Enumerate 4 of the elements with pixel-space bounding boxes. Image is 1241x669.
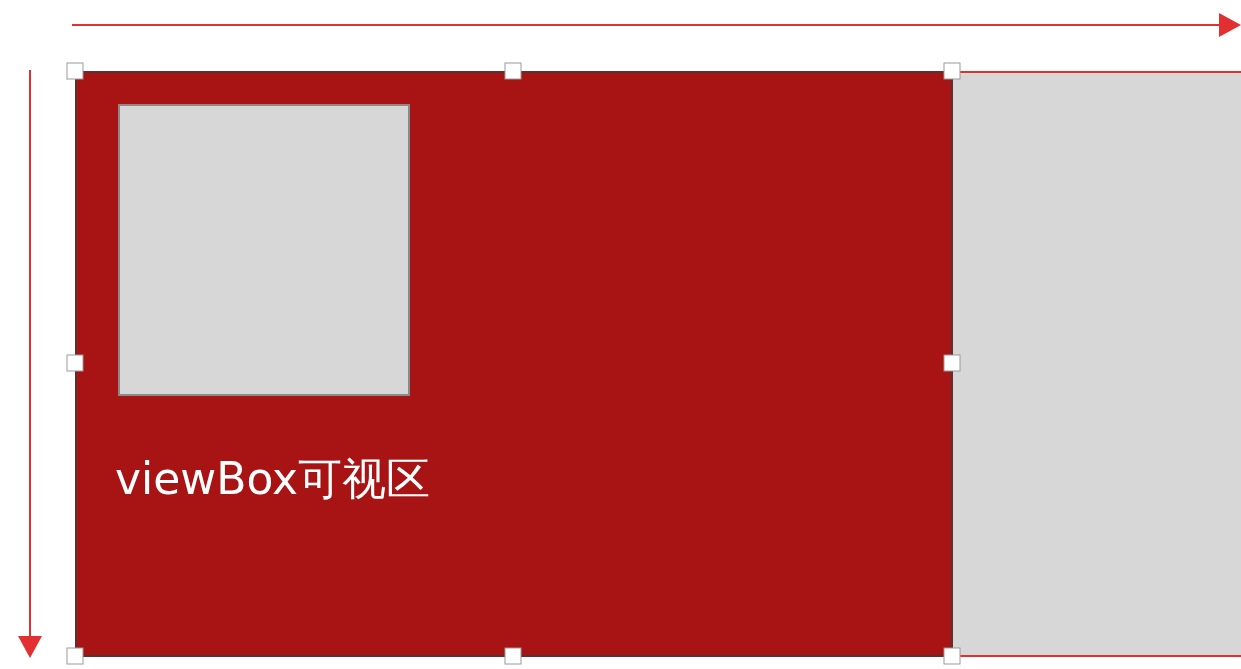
area-label: viewBox可视区: [115, 452, 431, 506]
inner-box: [118, 104, 410, 396]
viewbox-area: [75, 71, 953, 657]
outer-canvas-area: [950, 71, 1241, 657]
